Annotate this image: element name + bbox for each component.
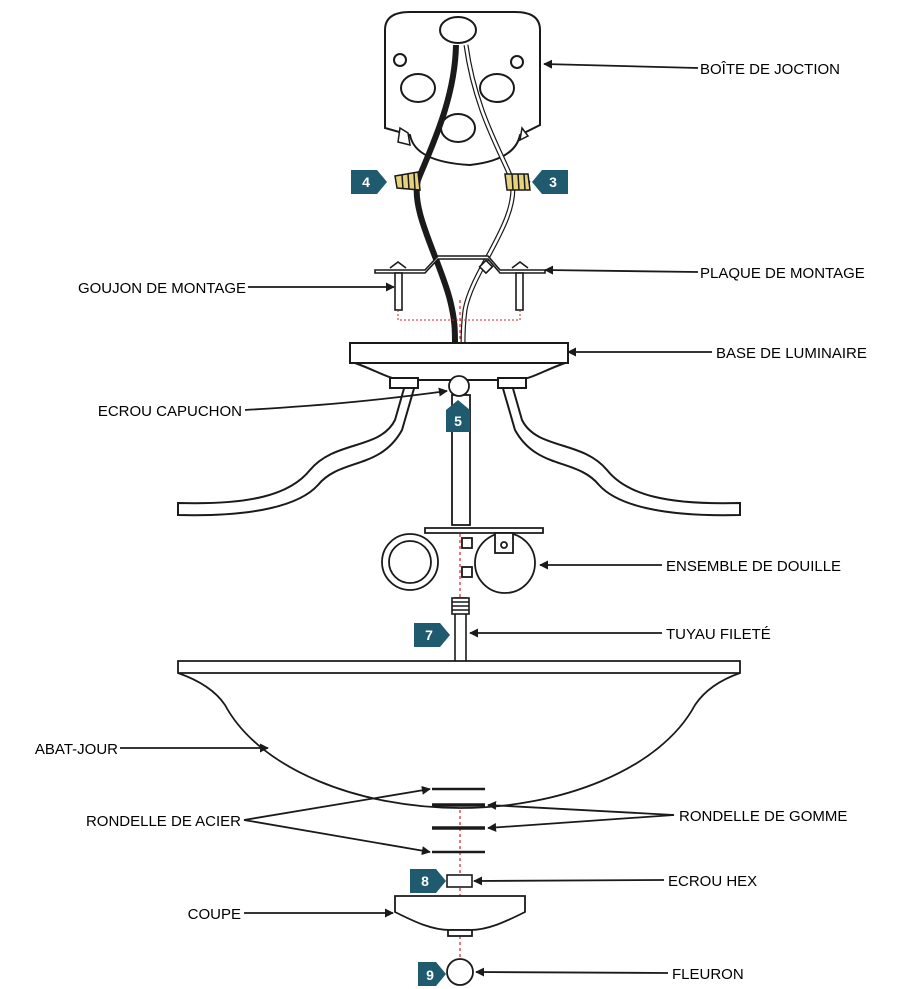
svg-text:9: 9 bbox=[426, 967, 434, 983]
step-badge-4: 4 bbox=[351, 170, 387, 194]
cap-nut bbox=[448, 375, 470, 397]
label-cup: COUPE bbox=[188, 906, 241, 923]
step-badge-8: 8 bbox=[410, 869, 446, 893]
stud-guide-lines bbox=[397, 310, 521, 321]
label-mounting-stud: GOUJON DE MONTAGE bbox=[78, 280, 246, 297]
wire-nut-left bbox=[394, 171, 421, 191]
svg-text:7: 7 bbox=[425, 627, 433, 643]
junction-box bbox=[384, 11, 541, 167]
label-rubber-washer: RONDELLE DE GOMME bbox=[679, 808, 847, 825]
wire-nut-right bbox=[504, 173, 531, 191]
label-finial: FLEURON bbox=[672, 966, 744, 983]
step-badge-3: 3 bbox=[532, 170, 568, 194]
fixture-base bbox=[349, 342, 569, 381]
mounting-plate bbox=[374, 255, 546, 275]
label-hex-nut: ECROU HEX bbox=[668, 873, 757, 890]
label-fixture-base: BASE DE LUMINAIRE bbox=[716, 345, 867, 362]
step-badge-7: 7 bbox=[414, 623, 450, 647]
label-threaded-pipe: TUYAU FILETÉ bbox=[666, 626, 771, 643]
label-steel-washer: RONDELLE DE ACIER bbox=[86, 813, 241, 830]
finial bbox=[446, 958, 474, 986]
label-mounting-plate: PLAQUE DE MONTAGE bbox=[700, 265, 865, 282]
leader-arrows bbox=[120, 59, 712, 977]
svg-text:4: 4 bbox=[362, 174, 370, 190]
mounting-studs bbox=[394, 272, 524, 311]
svg-text:8: 8 bbox=[421, 873, 429, 889]
label-cap-nut: ECROU CAPUCHON bbox=[98, 403, 242, 420]
glass-shade bbox=[177, 660, 741, 809]
label-socket-assembly: ENSEMBLE DE DOUILLE bbox=[666, 558, 841, 575]
svg-text:5: 5 bbox=[454, 413, 462, 429]
washers bbox=[432, 787, 485, 854]
label-shade: ABAT-JOUR bbox=[35, 741, 118, 758]
black-wire bbox=[413, 44, 459, 346]
fixture-arms bbox=[177, 377, 741, 517]
svg-text:3: 3 bbox=[549, 174, 557, 190]
socket-assembly bbox=[381, 527, 544, 594]
step-badge-5: 5 bbox=[446, 400, 470, 432]
cup bbox=[394, 895, 526, 937]
label-junction-box: BOÎTE DE JOCTION bbox=[700, 61, 840, 78]
step-badge-9: 9 bbox=[418, 962, 446, 986]
hex-nut bbox=[446, 874, 473, 888]
